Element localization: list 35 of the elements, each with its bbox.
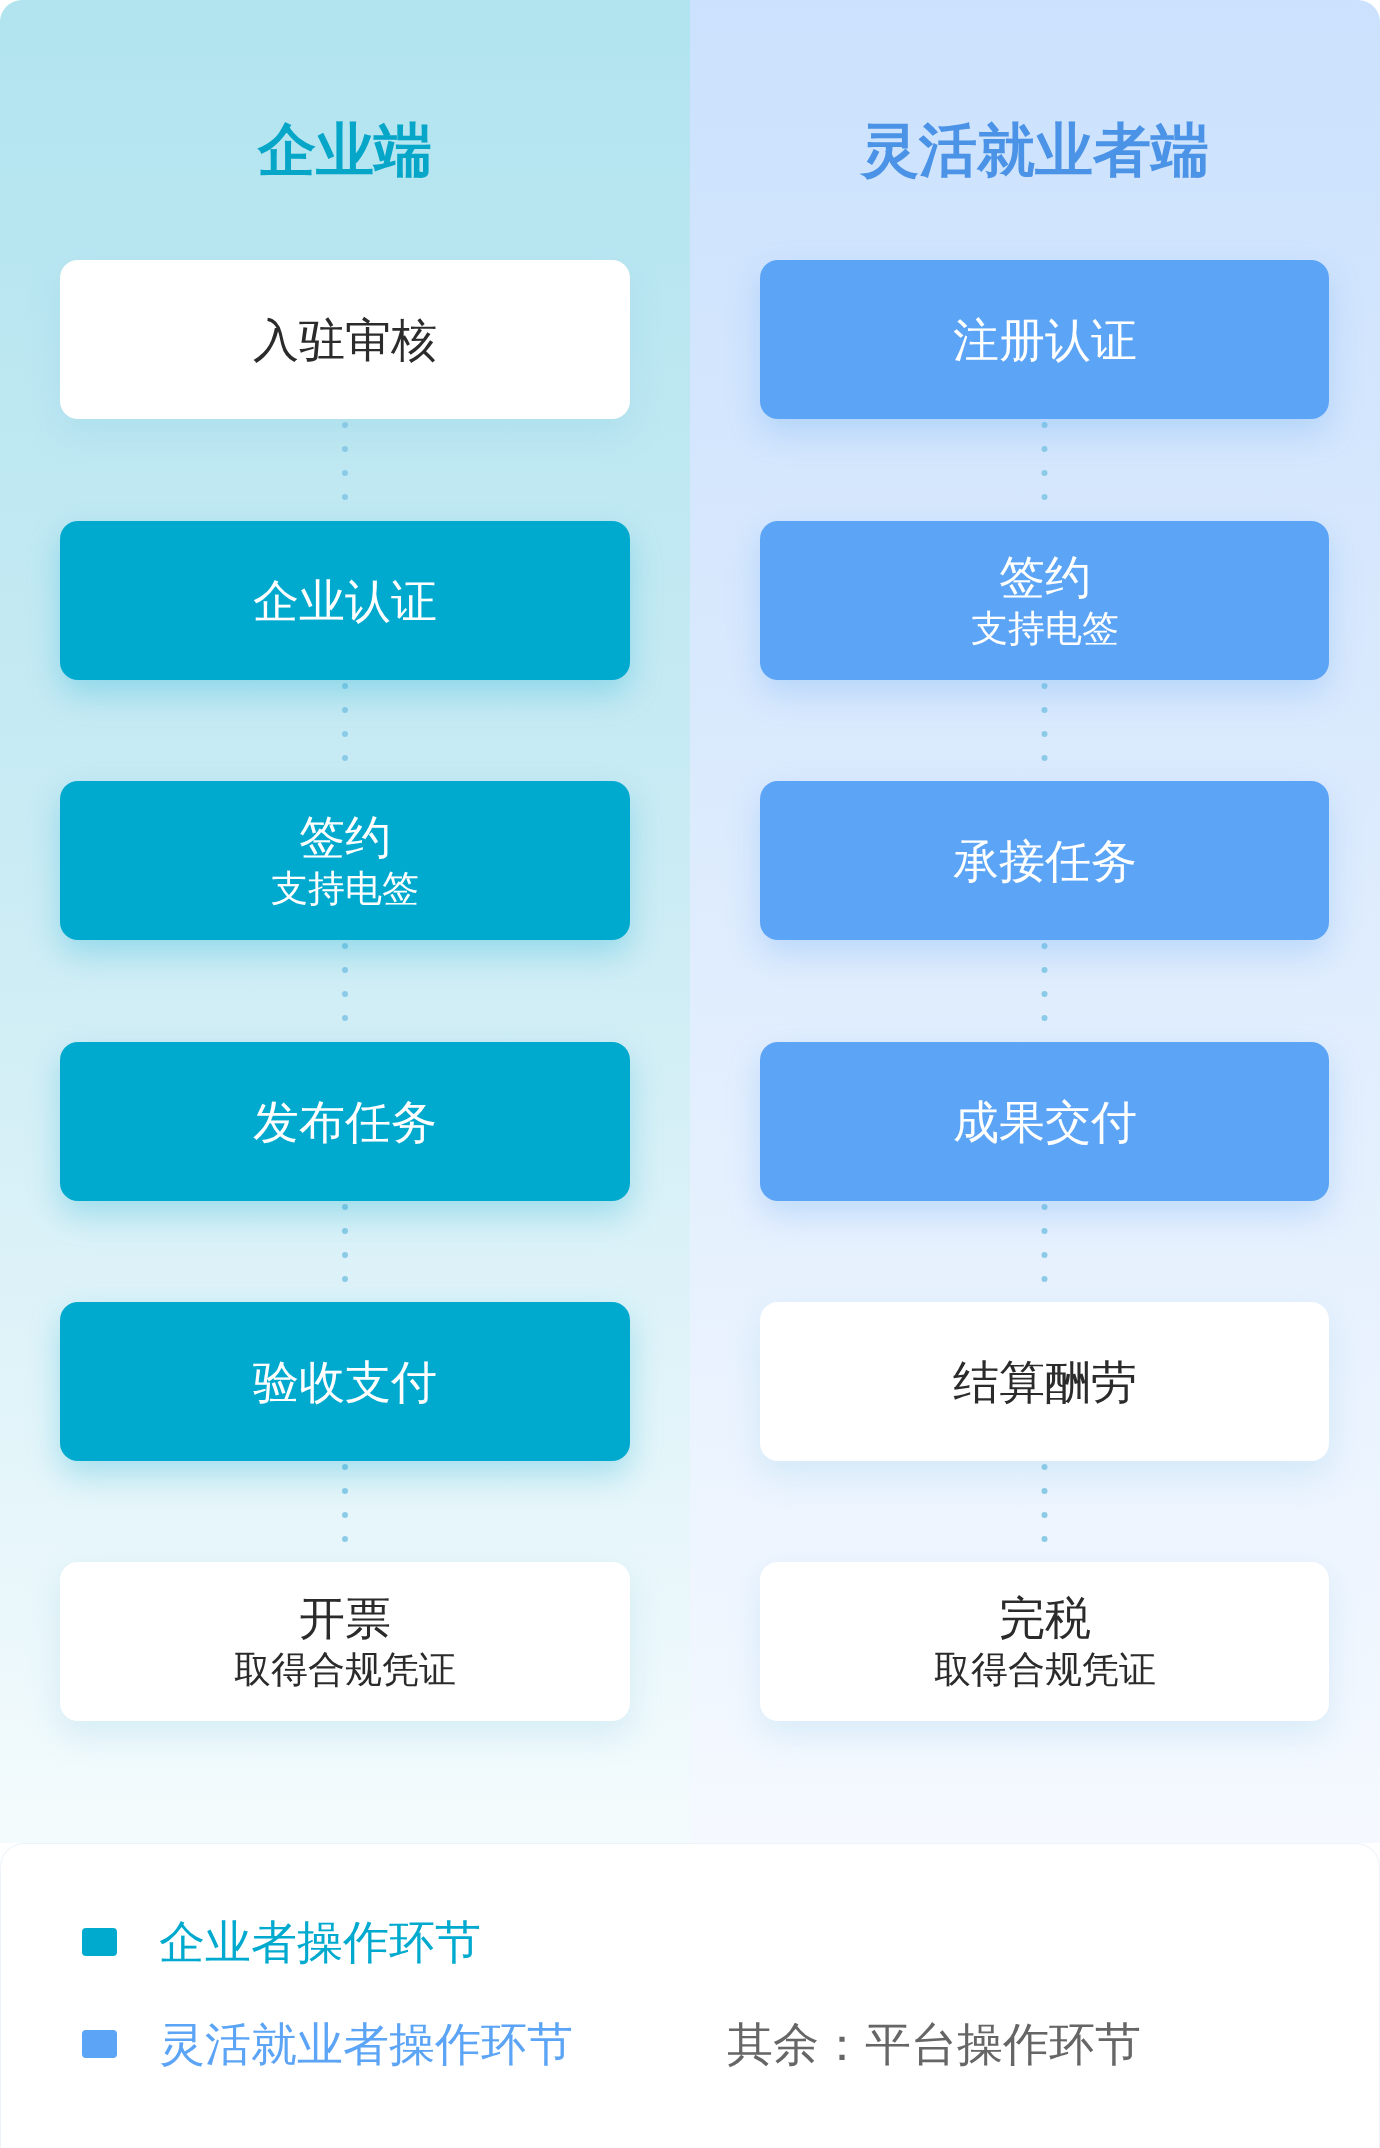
- step-card: [760, 781, 1329, 940]
- step-title: 签约: [299, 808, 391, 865]
- step-title: 开票: [299, 1589, 391, 1646]
- step-title: 注册认证: [952, 311, 1137, 368]
- column-heading: 企业端: [258, 115, 432, 186]
- step-title: 完税: [998, 1589, 1091, 1646]
- column-heading: 灵活就业者端: [861, 115, 1209, 186]
- step-card: [760, 521, 1329, 680]
- column-panel: [690, 0, 1380, 1843]
- step-title: 承接任务: [952, 832, 1137, 889]
- step-title: 结算酬劳: [952, 1353, 1137, 1410]
- step-note: 取得合规凭证: [933, 1646, 1156, 1693]
- step-title: 签约: [998, 548, 1091, 605]
- step-card: [60, 260, 630, 419]
- step-card: [60, 1302, 630, 1461]
- step-card: [60, 1562, 630, 1721]
- step-note: 取得合规凭证: [234, 1646, 456, 1693]
- step-card: [760, 260, 1329, 419]
- legend-label: 灵活就业者操作环节: [159, 2016, 573, 2072]
- step-title: 入驻审核: [253, 311, 437, 368]
- step-card: [60, 1042, 630, 1201]
- step-card: [60, 521, 630, 680]
- step-title: 发布任务: [253, 1093, 437, 1150]
- step-title: 成果交付: [952, 1093, 1137, 1150]
- step-card: [760, 1562, 1329, 1721]
- note-text: 其余：平台操作环节: [727, 2016, 1141, 2072]
- column-panel: [0, 0, 690, 1843]
- step-card: [60, 781, 630, 940]
- step-note: 支持电签: [970, 605, 1119, 652]
- step-title: 企业认证: [253, 572, 437, 629]
- legend-label: 企业者操作环节: [159, 1914, 481, 1970]
- step-card: [760, 1042, 1329, 1201]
- step-note: 支持电签: [271, 865, 419, 912]
- step-card: [760, 1302, 1329, 1461]
- step-title: 验收支付: [253, 1353, 437, 1410]
